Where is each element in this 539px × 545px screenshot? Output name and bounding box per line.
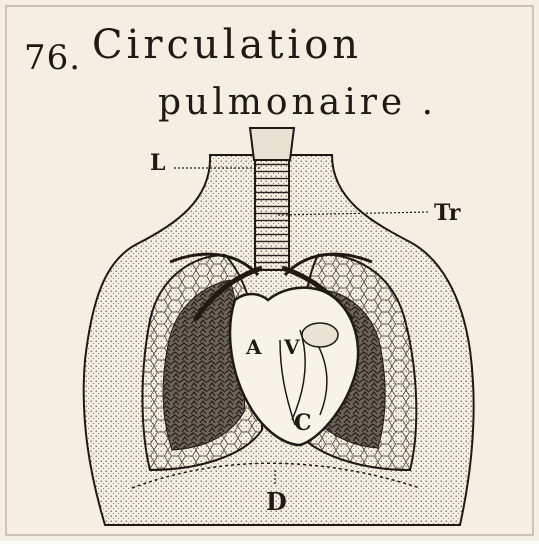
title-line-2: pulmonaire . [158,82,437,123]
label-ventricle: V [284,335,300,359]
label-atrium: A [246,335,262,359]
title-line-1: Circulation [92,22,362,68]
label-diaphragm: D [266,487,287,516]
label-larynx: L [150,150,165,176]
plate-number: 76. [24,38,81,78]
label-trachea: Tr [434,200,460,226]
aorta-arch [302,323,338,347]
larynx [250,128,294,160]
label-heart: C [294,410,312,436]
